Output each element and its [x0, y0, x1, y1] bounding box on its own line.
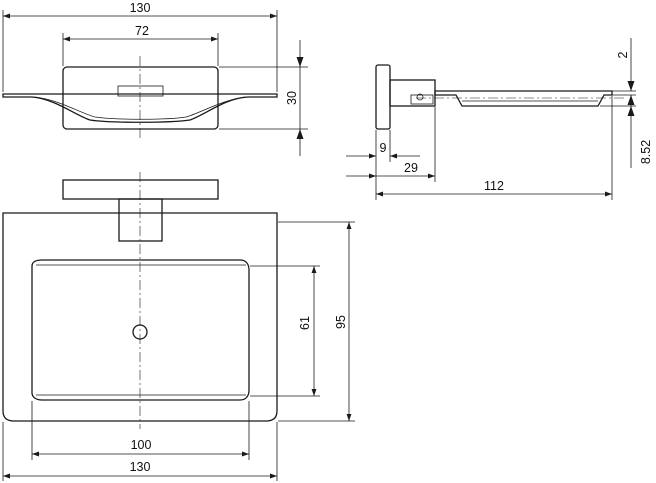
dim-label-offset-small: 9 — [380, 141, 387, 155]
front-view-wall-plate — [62, 179, 219, 200]
top-view-tray-profile — [2, 93, 278, 123]
dim-label-tray-height: 61 — [298, 316, 312, 330]
dim-label-depth-total: 112 — [484, 179, 504, 193]
top-view-wall-plate — [62, 66, 219, 130]
dim-label-total-width: 130 — [130, 460, 151, 474]
dim-arrow — [296, 129, 304, 139]
dim-label-gap-top: 2 — [616, 51, 630, 58]
side-view: 2 8.52 9 29 112 — [346, 38, 653, 200]
front-view-tray-outline — [2, 212, 278, 422]
front-view: 61 95 100 130 — [2, 172, 355, 481]
dim-label-tray-width: 100 — [131, 438, 152, 452]
dim-label-top-width: 130 — [130, 1, 151, 15]
front-view-bracket — [118, 198, 163, 242]
dim-arrow — [627, 106, 635, 116]
top-view-tray-inner-line — [34, 96, 246, 120]
dim-label-offset-mid: 29 — [404, 161, 418, 175]
dim-arrow — [296, 57, 304, 67]
dim-label-total-height: 95 — [334, 315, 348, 329]
top-view: 130 72 30 — [2, 1, 308, 156]
side-view-wall-plate — [375, 64, 391, 130]
side-view-bracket — [389, 79, 436, 107]
dim-arrow — [627, 95, 635, 105]
top-view-bracket — [117, 85, 164, 97]
dim-label-gap-bottom: 8.52 — [639, 140, 653, 164]
front-view-tray-inner — [31, 259, 250, 401]
dim-label-plate-height: 30 — [285, 91, 299, 105]
side-view-screw — [416, 93, 424, 101]
dim-label-plate-width: 72 — [135, 24, 149, 38]
side-view-tray — [434, 90, 613, 107]
dim-arrow — [627, 81, 635, 91]
